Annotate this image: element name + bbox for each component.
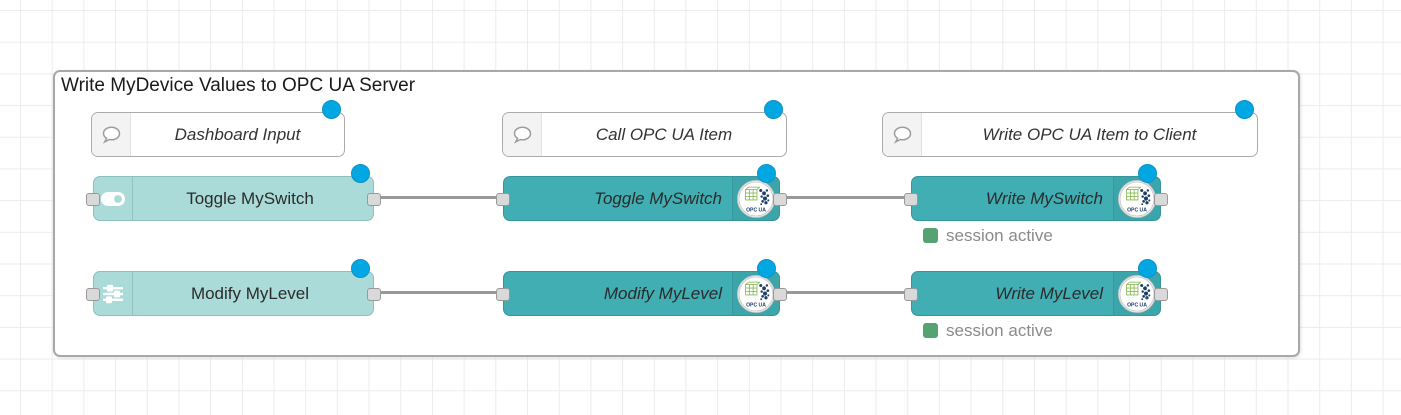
comment-bubble-icon bbox=[883, 113, 922, 156]
changed-indicator bbox=[351, 164, 370, 183]
input-port[interactable] bbox=[904, 287, 918, 301]
comment-label: Call OPC UA Item bbox=[595, 124, 733, 144]
group-title: Write MyDevice Values to OPC UA Server bbox=[61, 75, 416, 96]
input-port[interactable] bbox=[86, 192, 100, 206]
opcua-badge-text: OPC UA bbox=[1127, 302, 1147, 308]
node-modify-mylevel-call[interactable]: Modify MyLevel OPC UA bbox=[496, 259, 787, 316]
opcua-icon: OPC UA bbox=[732, 177, 779, 220]
output-port[interactable] bbox=[367, 287, 381, 301]
output-port[interactable] bbox=[1154, 192, 1168, 206]
opcua-badge-text: OPC UA bbox=[746, 302, 766, 308]
node-modify-mylevel-dashboard[interactable]: Modify MyLevel bbox=[86, 259, 381, 316]
input-port[interactable] bbox=[904, 192, 918, 206]
output-port[interactable] bbox=[1154, 287, 1168, 301]
input-port[interactable] bbox=[496, 192, 510, 206]
opcua-badge-text: OPC UA bbox=[1127, 207, 1147, 213]
input-port[interactable] bbox=[86, 287, 100, 301]
node-write-mylevel[interactable]: Write MyLevel OPC UA bbox=[904, 259, 1168, 316]
status-green-dot bbox=[923, 228, 938, 243]
changed-indicator bbox=[757, 259, 776, 278]
comment-label: Dashboard Input bbox=[174, 124, 301, 144]
changed-indicator bbox=[1138, 164, 1157, 183]
opcua-icon: OPC UA bbox=[1113, 177, 1160, 220]
node-label: Modify MyLevel bbox=[190, 283, 310, 303]
status-text: session active bbox=[946, 320, 1053, 340]
status-write-myswitch: session active bbox=[923, 225, 1053, 245]
node-label: Write MyLevel bbox=[995, 283, 1103, 303]
comment-label: Write OPC UA Item to Client bbox=[982, 124, 1197, 144]
sliders-icon bbox=[94, 272, 133, 315]
changed-indicator bbox=[322, 100, 341, 119]
node-label: Write MySwitch bbox=[985, 188, 1103, 208]
changed-indicator bbox=[351, 259, 370, 278]
node-toggle-myswitch-dashboard[interactable]: Toggle MySwitch bbox=[86, 164, 381, 221]
output-port[interactable] bbox=[367, 192, 381, 206]
toggle-icon bbox=[94, 177, 133, 220]
node-label: Toggle MySwitch bbox=[594, 188, 722, 208]
status-write-mylevel: session active bbox=[923, 320, 1053, 340]
changed-indicator bbox=[1138, 259, 1157, 278]
input-port[interactable] bbox=[496, 287, 510, 301]
node-write-myswitch[interactable]: Write MySwitch OPC UA bbox=[904, 164, 1168, 221]
changed-indicator bbox=[757, 164, 776, 183]
comment-write-opcua-item-to-client[interactable]: Write OPC UA Item to Client bbox=[882, 100, 1258, 157]
comment-bubble-icon bbox=[92, 113, 131, 156]
comment-dashboard-input[interactable]: Dashboard Input bbox=[91, 100, 345, 157]
changed-indicator bbox=[764, 100, 783, 119]
node-label: Toggle MySwitch bbox=[186, 188, 314, 208]
opcua-icon: OPC UA bbox=[732, 272, 779, 315]
output-port[interactable] bbox=[773, 192, 787, 206]
comment-call-opcua-item[interactable]: Call OPC UA Item bbox=[502, 100, 787, 157]
changed-indicator bbox=[1235, 100, 1254, 119]
opcua-icon: OPC UA bbox=[1113, 272, 1160, 315]
output-port[interactable] bbox=[773, 287, 787, 301]
node-label: Modify MyLevel bbox=[603, 283, 722, 303]
node-toggle-myswitch-call[interactable]: Toggle MySwitch OPC UA bbox=[496, 164, 787, 221]
comment-bubble-icon bbox=[503, 113, 542, 156]
opcua-badge-text: OPC UA bbox=[746, 207, 766, 213]
status-green-dot bbox=[923, 323, 938, 338]
status-text: session active bbox=[946, 225, 1053, 245]
